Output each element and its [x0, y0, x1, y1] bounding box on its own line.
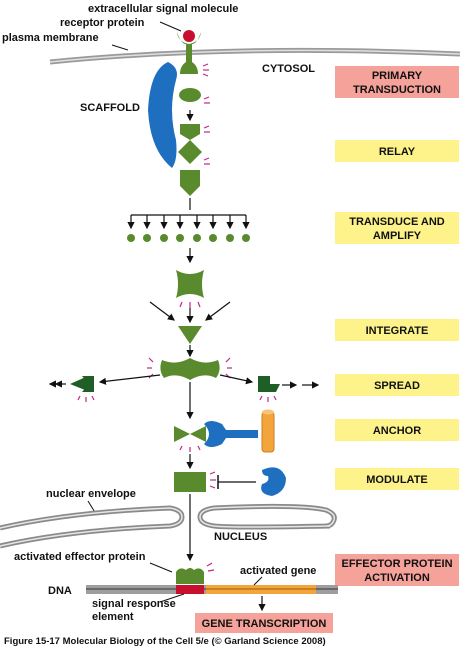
effector-label: activated effector protein: [14, 551, 146, 563]
signal-molecule-label: extracellular signal molecule: [88, 3, 238, 15]
stage-line1: INTEGRATE: [366, 325, 429, 337]
cytosol-label: CYTOSOL: [262, 63, 315, 75]
relay-protein-4: [180, 170, 200, 196]
membrane-pointer: [111, 44, 129, 51]
stage-line1: MODULATE: [366, 474, 428, 486]
dna-strand: [86, 585, 338, 594]
stage-box: [335, 140, 459, 162]
activated-gene-label: activated gene: [240, 565, 316, 577]
spread-hub-protein: [160, 358, 220, 380]
stage-line2: TRANSDUCTION: [353, 84, 441, 96]
stage-transduce-amplify: TRANSDUCE AND AMPLIFY: [335, 212, 459, 244]
receptor-pointer: [159, 21, 182, 32]
scaffold-label: SCAFFOLD: [80, 102, 140, 114]
stage-box: [195, 613, 333, 633]
stage-line1: TRANSDUCE AND: [349, 216, 445, 228]
stage-box: [335, 319, 459, 341]
stage-modulate: MODULATE: [335, 468, 459, 490]
stage-line1: GENE TRANSCRIPTION: [202, 618, 327, 630]
anchor-structure: [261, 411, 275, 453]
modulator-protein: [261, 467, 286, 496]
stage-line1: ANCHOR: [373, 425, 421, 437]
amplified-messengers: [127, 234, 250, 242]
stage-box: [335, 66, 459, 98]
stage-line1: SPREAD: [374, 380, 420, 392]
signal-molecule: [183, 30, 195, 42]
effector-protein: [176, 568, 204, 584]
stage-box: [335, 554, 459, 586]
nucleus-label: NUCLEUS: [214, 531, 267, 543]
scaffold-protein: [148, 62, 177, 168]
relay-protein-2: [180, 124, 200, 140]
stage-spread: SPREAD: [335, 374, 459, 396]
signal-response-label-2: element: [92, 611, 134, 623]
stage-box: [335, 468, 459, 490]
stage-gene-transcription: GENE TRANSCRIPTION: [195, 613, 333, 633]
amplified-target-protein: [176, 270, 204, 298]
stage-line2: ACTIVATION: [364, 572, 430, 584]
spread-target-right: [258, 376, 280, 392]
integrator-protein: [178, 326, 202, 344]
stage-primary-transduction: PRIMARY TRANSDUCTION: [335, 66, 459, 98]
stage-line2: AMPLIFY: [373, 230, 422, 242]
stage-box: [335, 419, 459, 441]
receptor-protein: [177, 30, 201, 74]
signal-response-label-1: signal response: [92, 598, 176, 610]
stage-box: [335, 212, 459, 244]
amplify-branching: [127, 214, 250, 230]
stage-relay: RELAY: [335, 140, 459, 162]
anchoring-protein: [204, 421, 258, 447]
figure-caption: Figure 15-17 Molecular Biology of the Ce…: [4, 636, 326, 647]
relay-protein-1: [179, 88, 201, 102]
stage-line1: EFFECTOR PROTEIN: [341, 558, 452, 570]
modulated-protein: [174, 472, 206, 492]
nuclear-envelope-label: nuclear envelope: [46, 488, 136, 500]
stage-line1: PRIMARY: [372, 70, 423, 82]
stage-effector-activation: EFFECTOR PROTEIN ACTIVATION: [335, 554, 459, 586]
plasma-membrane-label: plasma membrane: [2, 32, 99, 44]
spread-target-left: [70, 376, 94, 392]
stage-box: [335, 374, 459, 396]
anchored-protein: [174, 426, 206, 442]
dna-label: DNA: [48, 585, 72, 597]
nuclear-envelope-right: [197, 503, 337, 530]
receptor-label: receptor protein: [60, 17, 145, 29]
stage-line1: RELAY: [379, 146, 416, 158]
signal-response-element: [176, 585, 204, 594]
relay-protein-3: [178, 140, 202, 164]
stage-integrate: INTEGRATE: [335, 319, 459, 341]
activation-marks: [202, 63, 209, 77]
stage-anchor: ANCHOR: [335, 419, 459, 441]
